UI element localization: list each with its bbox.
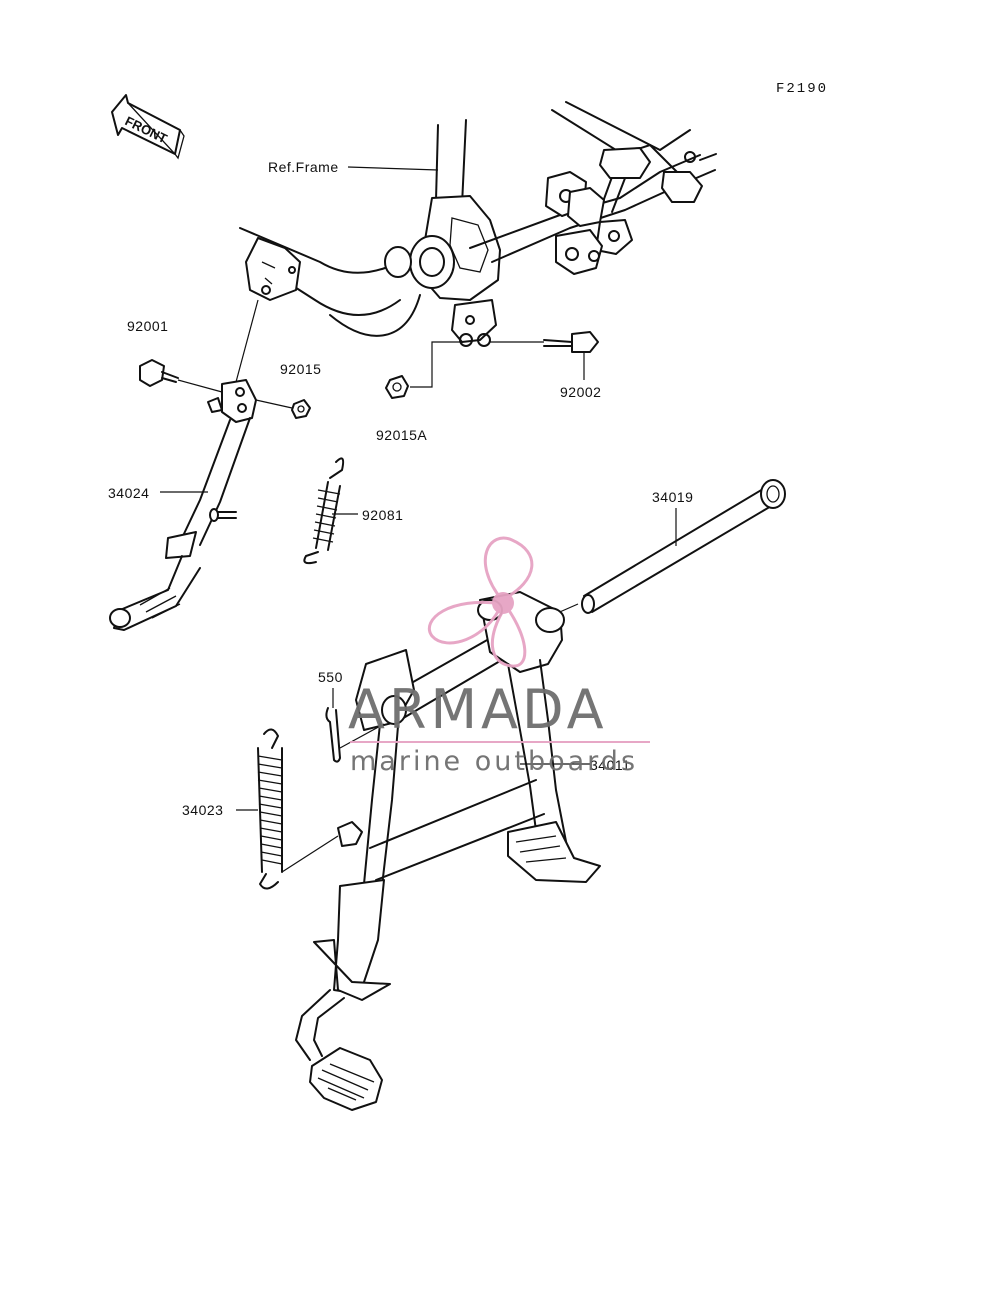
- nut-92015a-drawing: [385, 341, 462, 399]
- ref-frame-leader: [347, 166, 439, 171]
- watermark-title: ARMADA: [348, 678, 608, 741]
- watermark-subtitle: marine outboards: [350, 746, 638, 777]
- part-label-92015: 92015: [280, 361, 321, 377]
- side-stand-drawing: [109, 299, 259, 631]
- part-label-34024: 34024: [108, 485, 149, 501]
- pin-550-drawing: [325, 688, 385, 763]
- shaft-34019-drawing: [545, 479, 786, 619]
- nut-92015-drawing: [255, 399, 311, 419]
- part-label-92002: 92002: [560, 384, 601, 400]
- part-label-550: 550: [318, 669, 343, 685]
- bolt-92001-drawing: [139, 359, 223, 393]
- part-label-34011: 34011: [590, 757, 630, 773]
- figure-code: F2190: [776, 81, 828, 97]
- spring-34023-drawing: [236, 728, 363, 890]
- watermark: ARMADA marine outboards: [348, 536, 650, 777]
- propeller-logo-icon: [428, 536, 534, 668]
- part-label-34019: 34019: [652, 489, 693, 505]
- part-label-92001: 92001: [127, 318, 168, 334]
- frame-drawing: [239, 101, 717, 347]
- part-label-92015a: 92015A: [376, 427, 427, 443]
- main-stand-drawing: [295, 591, 601, 1111]
- ref-frame-label: Ref.Frame: [268, 159, 339, 175]
- part-labels: 92001 92015 92015A 92002 34024 92081 340…: [108, 318, 693, 818]
- part-label-92081: 92081: [362, 507, 403, 523]
- part-label-34023: 34023: [182, 802, 223, 818]
- bolt-92002-drawing: [490, 331, 599, 380]
- spring-92081-drawing: [303, 457, 345, 565]
- front-arrow-icon: FRONT: [111, 94, 185, 160]
